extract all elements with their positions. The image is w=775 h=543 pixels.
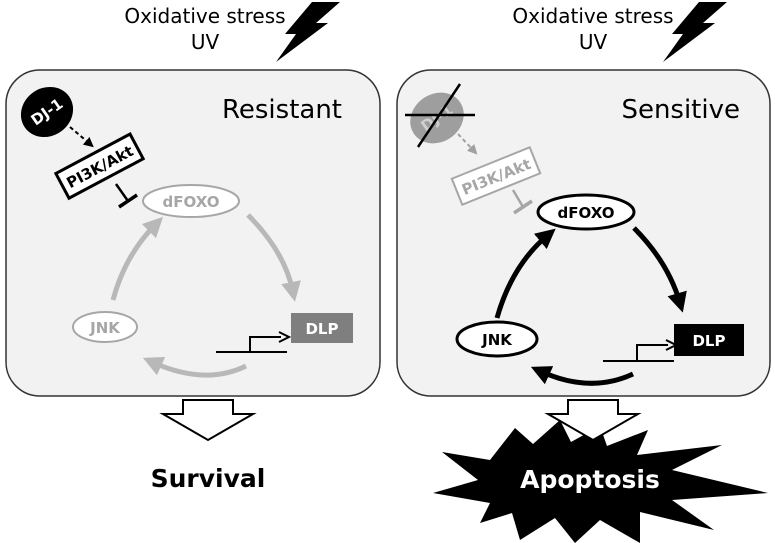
pi3k-inhibits-dfoxo [511, 189, 533, 215]
dj1-to-pi3k-arrow [457, 133, 478, 155]
stimulus-label-left-line1: Oxidative stress [124, 4, 285, 28]
apoptosis-burst-shape [433, 420, 768, 543]
jnk-label: JNK [481, 331, 513, 349]
dfoxo-label: dFOXO [558, 204, 615, 222]
dlp-label: DLP [305, 320, 338, 338]
sensitive-panel-box [396, 69, 771, 397]
jnk-node [455, 320, 539, 358]
panel-title-resistant: Resistant [222, 95, 342, 125]
dfoxo-node [536, 193, 636, 231]
sensitive-panel: Oxidative stress UV Sensitive DJ-1 PI3K/… [396, 2, 771, 543]
dlp-node [674, 324, 744, 356]
stimulus-label-left-line2: UV [191, 30, 220, 54]
dlp-node [291, 313, 353, 343]
jnk-to-dfoxo-arrow [110, 216, 164, 301]
dfoxo-label: dFOXO [163, 193, 220, 211]
dfoxo-to-dlp-arrow [632, 226, 687, 313]
outcome-survival: Survival [151, 464, 266, 493]
jnk-label: JNK [89, 319, 121, 337]
dlp-label: DLP [692, 332, 725, 350]
lightning-icon [663, 2, 727, 62]
deletion-cross-icon [405, 83, 475, 148]
stimulus-label-right-line1: Oxidative stress [512, 4, 673, 28]
dlp-to-jnk-arrow [142, 357, 248, 378]
dlp-promoter [603, 344, 674, 362]
stimulus-label-right-line2: UV [579, 30, 608, 54]
resistant-panel: Oxidative stress UV Resistant DJ-1 PI3K/… [5, 2, 381, 493]
dj1-node [20, 86, 74, 138]
dlp-to-jnk-arrow [530, 366, 635, 386]
dj1-to-pi3k-arrow [69, 126, 94, 148]
dlp-promoter [216, 336, 287, 353]
dfoxo-to-dlp-arrow [246, 213, 301, 302]
survival-outcome-arrow [159, 399, 257, 442]
dfoxo-node [142, 184, 240, 218]
panel-title-sensitive: Sensitive [621, 95, 740, 125]
lightning-icon [276, 2, 340, 62]
pi3k-inhibits-dfoxo [114, 183, 138, 209]
outcome-apoptosis: Apoptosis [520, 465, 660, 494]
jnk-to-dfoxo-arrow [494, 228, 556, 319]
apoptosis-outcome-arrow [544, 399, 642, 442]
jnk-node [72, 311, 138, 343]
promoter-arrowhead [278, 331, 292, 343]
